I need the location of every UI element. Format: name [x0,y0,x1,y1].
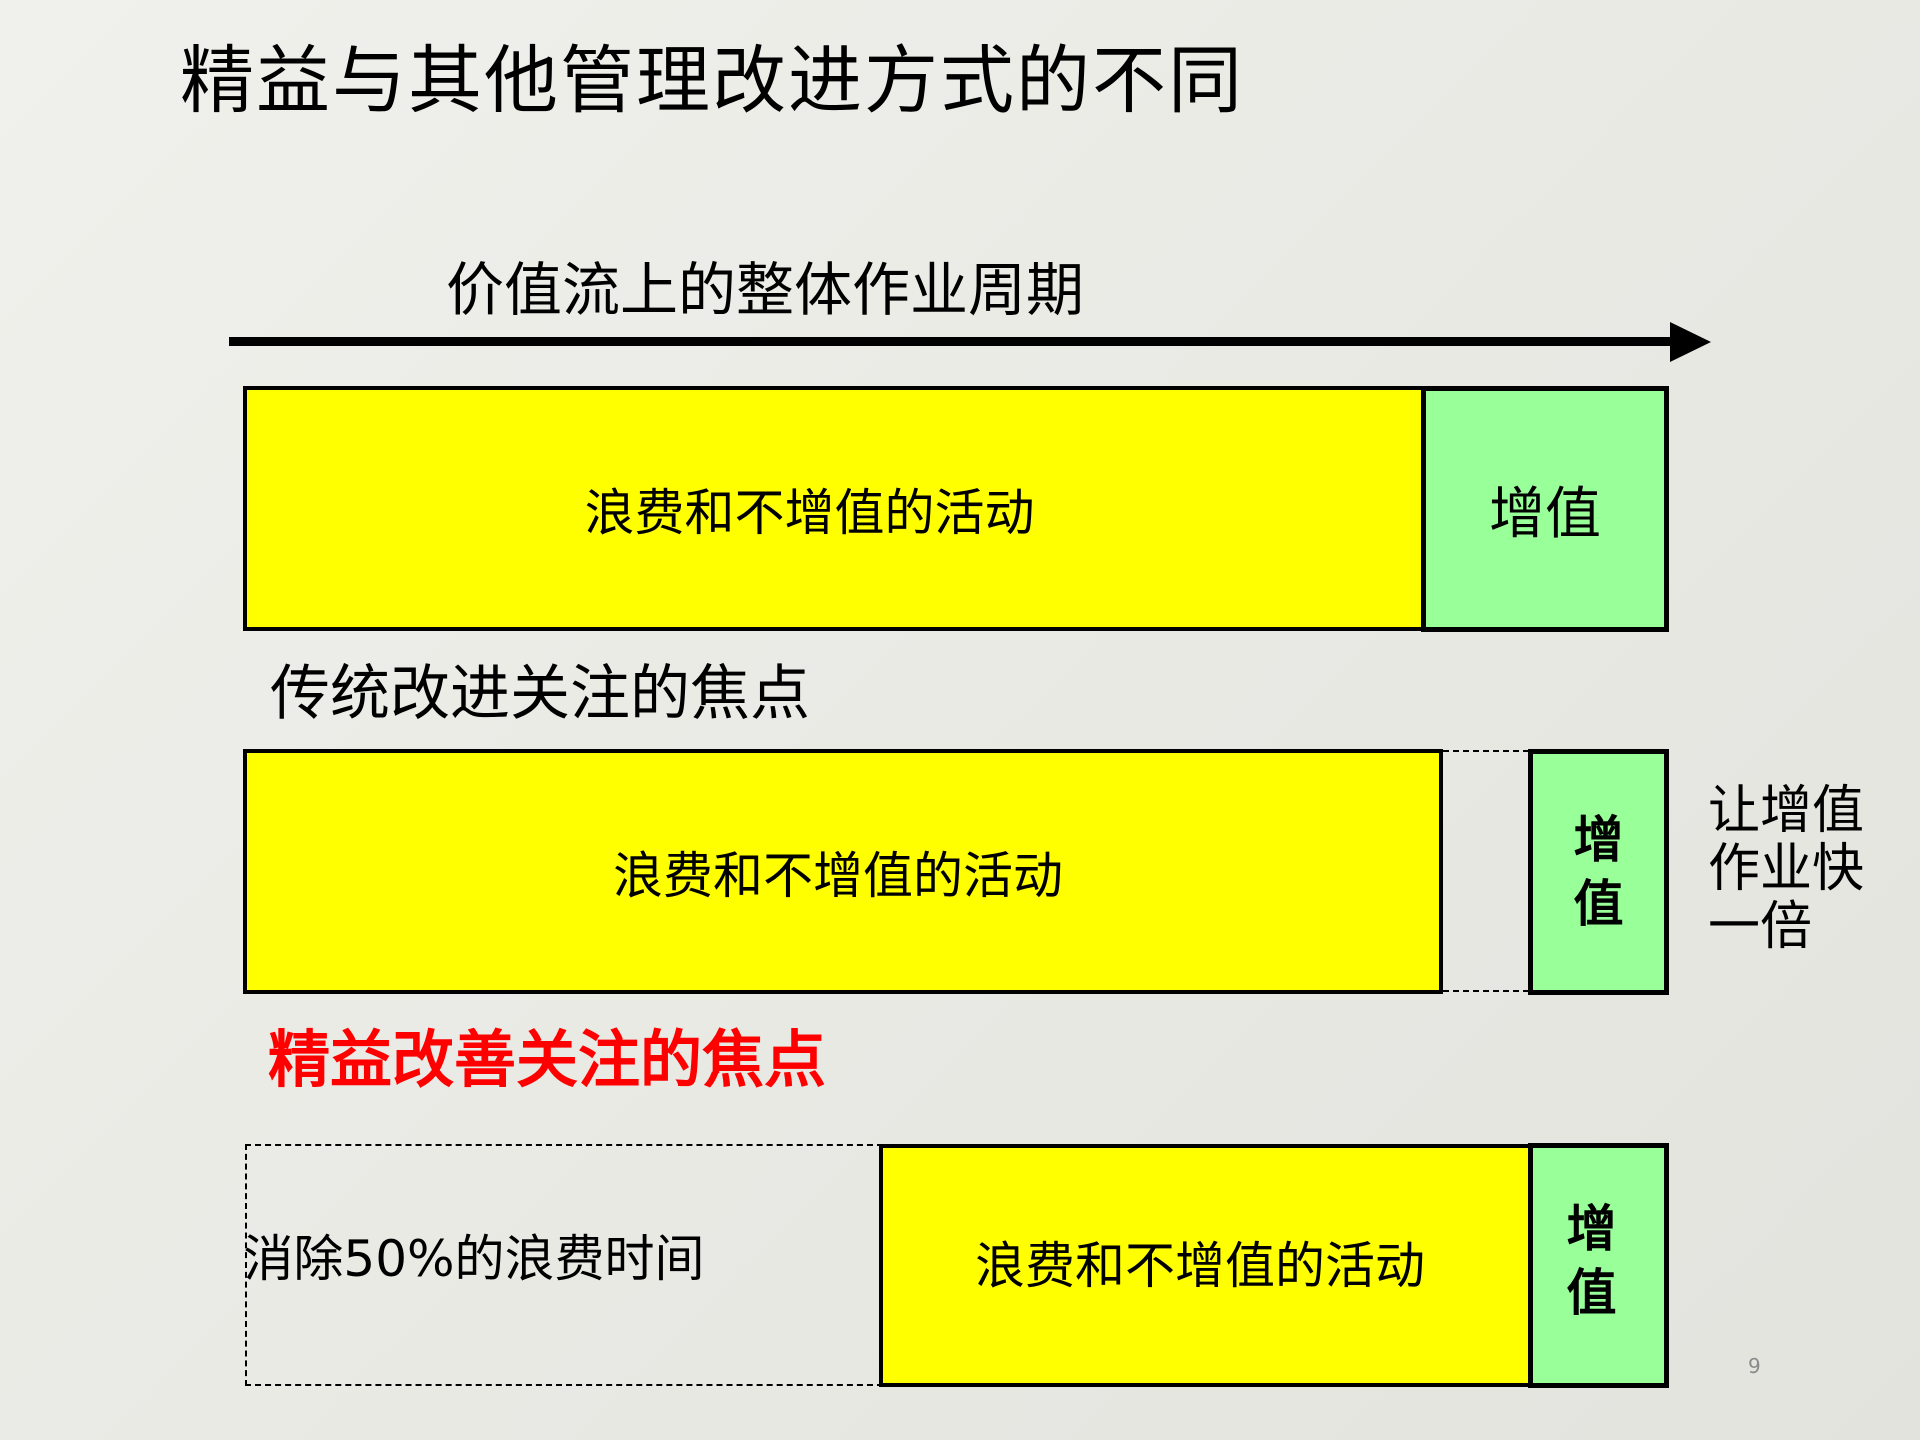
row1-waste-block: 浪费和不增值的活动 [243,386,1426,631]
right-arrow-icon [1670,322,1711,362]
row3-value-label: 增 值 [1566,1199,1617,1322]
row2-waste-label: 浪费和不增值的活动 [613,846,1063,905]
row1-value-block: 增值 [1421,386,1669,632]
row3-waste-block: 浪费和不增值的活动 [879,1144,1533,1387]
row3-value-block: 增 值 [1528,1143,1669,1388]
row1-value-label: 增值 [1489,481,1601,547]
slide-title: 精益与其他管理改进方式的不同 [180,38,1244,124]
row2-value-label: 增 值 [1573,811,1624,933]
row2-value-block: 增 值 [1528,749,1669,995]
row1-waste-label: 浪费和不增值的活动 [584,483,1035,542]
row3-waste-label: 浪费和不增值的活动 [975,1236,1425,1295]
row3-eliminated-block: 消除50%的浪费时间 [243,1144,883,1386]
timeline-arrow-shaft [229,337,1675,346]
lean-focus-label: 精益改善关注的焦点 [268,1023,827,1096]
timeline-label: 价值流上的整体作业周期 [446,256,1085,324]
row2-eliminated-gap [1443,750,1529,992]
speedup-note: 让增值 作业快 一倍 [1708,781,1865,957]
traditional-focus-label: 传统改进关注的焦点 [270,659,810,729]
page-number: 9 [1748,1354,1761,1378]
row2-waste-block: 浪费和不增值的活动 [243,749,1443,994]
row3-eliminated-label: 消除50%的浪费时间 [243,1230,705,1288]
